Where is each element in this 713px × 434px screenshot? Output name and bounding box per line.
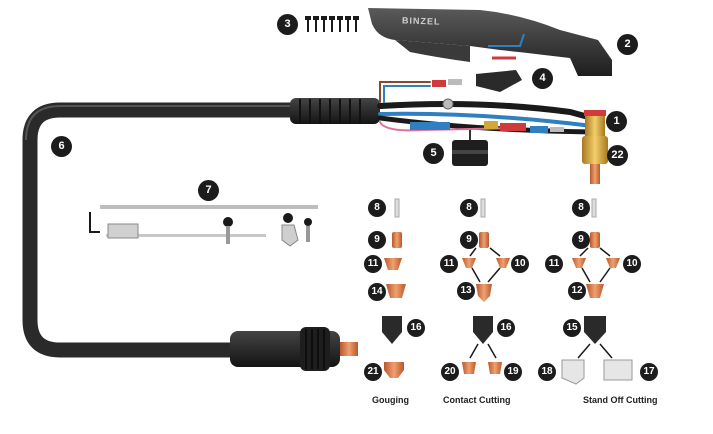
callout-6: 6 <box>51 136 72 157</box>
standoff-cutting-parts <box>561 198 633 385</box>
callout-gouging-9: 9 <box>368 231 386 249</box>
callout-standoff-15: 15 <box>563 319 581 337</box>
callout-7: 7 <box>198 180 219 201</box>
callout-standoff-8: 8 <box>572 199 590 217</box>
callout-contact-8: 8 <box>460 199 478 217</box>
callout-contact-20: 20 <box>441 363 459 381</box>
torch-handle <box>368 8 612 76</box>
callout-contact-11: 11 <box>440 255 458 273</box>
spacer-block <box>452 130 488 166</box>
callout-22: 22 <box>607 145 628 166</box>
callout-standoff-11: 11 <box>545 255 563 273</box>
callout-gouging-11: 11 <box>364 255 382 273</box>
circle-guide <box>89 205 318 247</box>
callout-3: 3 <box>277 14 298 35</box>
handle-brand-text: BINZEL <box>401 15 441 27</box>
callout-5: 5 <box>423 143 444 164</box>
caption-contact-cutting: Contact Cutting <box>443 395 511 405</box>
hoses-and-wires <box>377 79 595 135</box>
callout-gouging-8: 8 <box>368 199 386 217</box>
callout-standoff-10: 10 <box>623 255 641 273</box>
callout-contact-9: 9 <box>460 231 478 249</box>
callout-gouging-16: 16 <box>407 319 425 337</box>
contact-cutting-parts <box>462 198 510 374</box>
callout-standoff-17: 17 <box>640 363 658 381</box>
screw-set <box>305 16 359 32</box>
torch-head <box>582 110 608 184</box>
callout-standoff-18: 18 <box>538 363 556 381</box>
trigger <box>476 70 522 92</box>
callout-2: 2 <box>617 34 638 55</box>
torch-cable <box>22 102 308 358</box>
caption-standoff-cutting: Stand Off Cutting <box>583 395 658 405</box>
cable-sleeve <box>290 98 380 124</box>
gouging-parts <box>382 198 406 378</box>
callout-contact-13: 13 <box>457 282 475 300</box>
callout-contact-19: 19 <box>504 363 522 381</box>
callout-standoff-12: 12 <box>568 282 586 300</box>
central-connector <box>230 327 358 371</box>
callout-gouging-21: 21 <box>364 363 382 381</box>
caption-gouging: Gouging <box>372 395 409 405</box>
callout-contact-10: 10 <box>511 255 529 273</box>
callout-1: 1 <box>606 111 627 132</box>
callout-gouging-14: 14 <box>368 283 386 301</box>
callout-contact-16: 16 <box>497 319 515 337</box>
callout-4: 4 <box>532 68 553 89</box>
callout-standoff-9: 9 <box>572 231 590 249</box>
